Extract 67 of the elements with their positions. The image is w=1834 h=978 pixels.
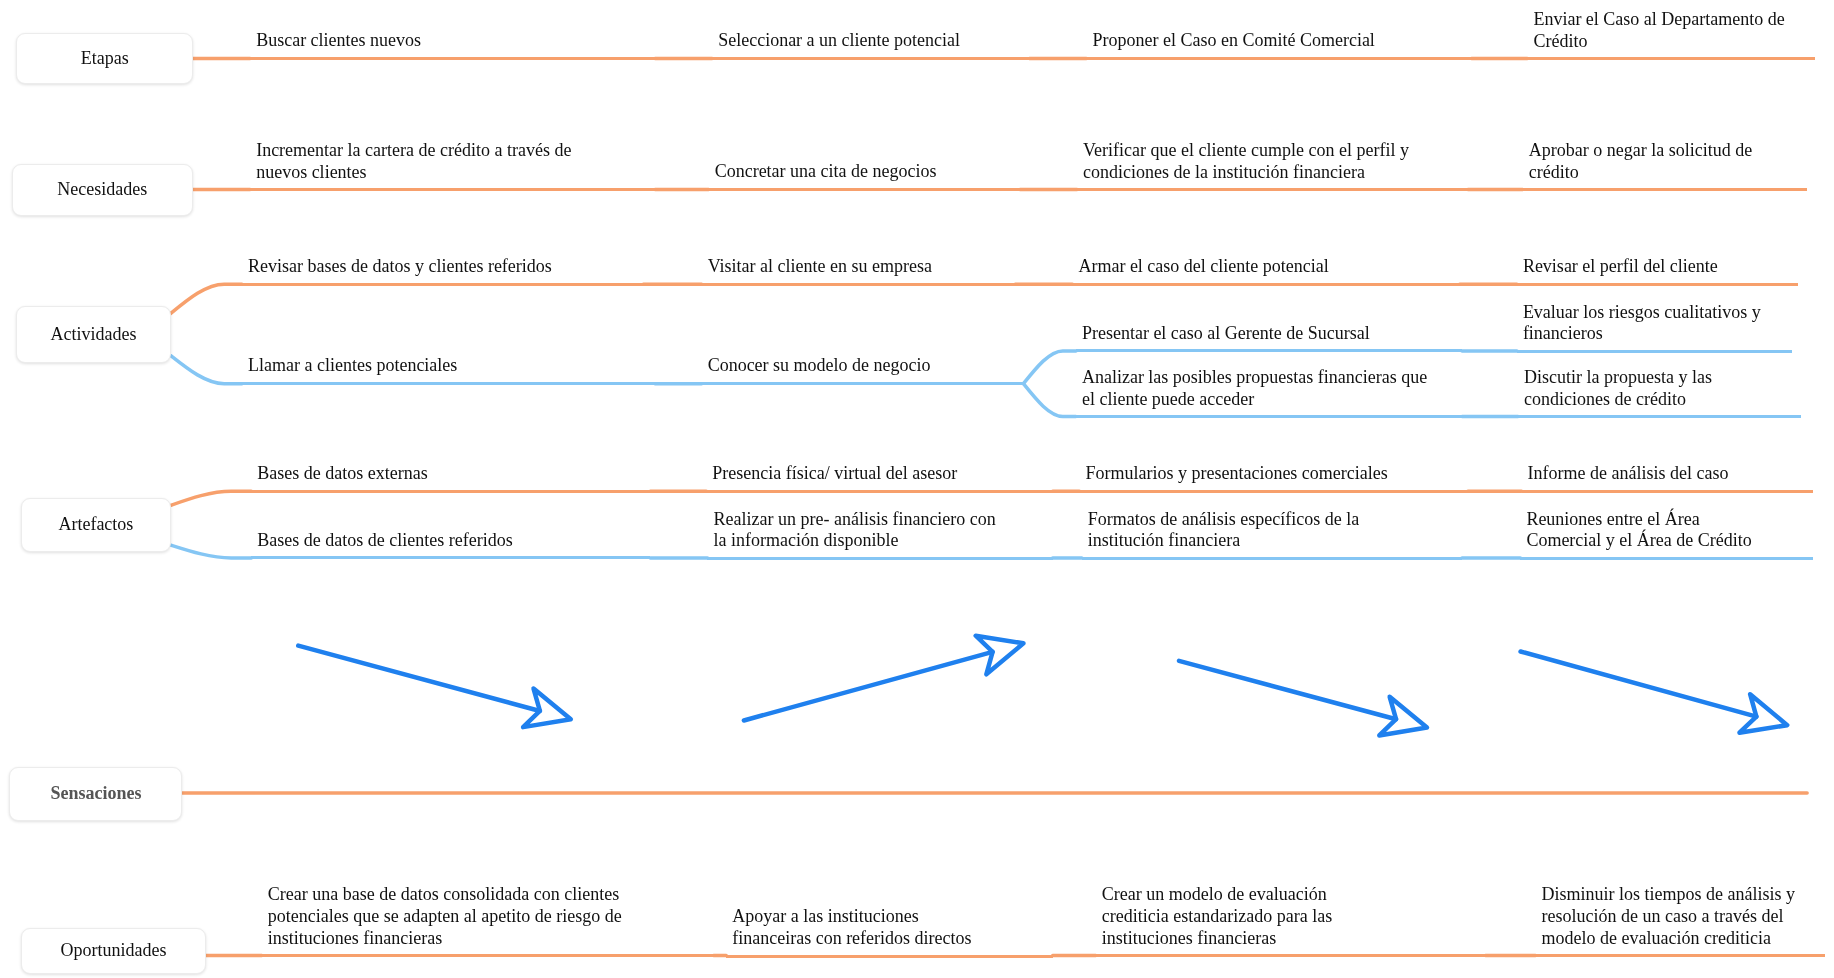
topic-text: Seleccionar a un cliente potencial (712, 30, 1030, 60)
topic-text: Presencia física/ virtual del asesor (706, 463, 1053, 493)
row-header: Sensaciones (9, 767, 183, 822)
connector-line (653, 56, 714, 61)
topic-text: Presentar el caso al Gerente de Sucursal (1075, 322, 1463, 353)
connector-line (1050, 489, 1082, 493)
connector-line (180, 791, 1809, 795)
topic-text: Visitar al cliente en su empresa (701, 255, 1016, 286)
row-header: Necesidades (11, 163, 193, 217)
topic-text: Crear un modelo de evaluación crediticia estandarizado para las instituciones financieras (1095, 884, 1486, 958)
topic-text: Proponer el Caso en Comité Comercial (1086, 30, 1472, 60)
topic-text: Armar el caso del cliente potencial (1072, 255, 1460, 286)
topic-text: Crear una base de datos consolidada con clientes potenciales que se adapten al apetito de riesgo de instituciones financieras (261, 884, 714, 958)
connector-line (191, 56, 252, 61)
topic-text: Concretar una cita de negocios (708, 161, 1020, 191)
topic-text: Apoyar a las instituciones financeiras con referidos directos (726, 906, 1053, 958)
connector-line (1466, 489, 1524, 493)
connector-line (191, 187, 252, 192)
topic-text: Llamar a clientes potenciales (241, 355, 655, 385)
connector-line (1460, 349, 1519, 353)
connector-line (169, 489, 254, 508)
connector-line (1018, 187, 1079, 192)
connector-line (169, 353, 244, 386)
connector-line (653, 381, 704, 386)
connector-line (1466, 187, 1525, 192)
topic-text: Revisar bases de datos y clientes referidos (241, 255, 644, 286)
topic-text: Buscar clientes nuevos (250, 30, 655, 60)
topic-text: Conocer su modelo de negocio (701, 355, 1024, 385)
row-header: Artefactos (21, 498, 171, 553)
connector-line (1013, 282, 1075, 286)
topic-text: Analizar las posibles propuestas financieras que el cliente puede acceder (1075, 367, 1463, 419)
topic-text: Bases de datos de clientes referidos (251, 529, 651, 560)
topic-text: Discutir la propuesta y las condiciones de crédito (1518, 367, 1802, 419)
topic-text: Verificar que el cliente cumple con el perfil y condiciones de la institución financiera (1077, 140, 1468, 192)
connector-line (169, 282, 244, 316)
topic-text: Incrementar la cartera de crédito a través de nuevos clientes (250, 140, 655, 192)
connector-line (1050, 953, 1098, 958)
topic-text: Revisar el perfil del cliente (1516, 255, 1798, 286)
connector-line (1027, 56, 1089, 61)
topic-text: Informe de análisis del caso (1521, 463, 1813, 493)
connector-line (1021, 381, 1078, 419)
connector-line (169, 543, 254, 560)
topic-text: Enviar el Caso al Departamento de Crédito (1527, 9, 1816, 61)
row-header: Actividades (16, 306, 171, 363)
row-header: Oportunidades (21, 927, 206, 975)
topic-text: Evaluar los riesgos cualitativos y financieros (1516, 301, 1792, 353)
connector-line (641, 282, 704, 286)
connector-line (648, 556, 710, 560)
connector-line (204, 953, 264, 958)
connector-line (1457, 282, 1519, 286)
topic-text: Formularios y presentaciones comerciales (1079, 463, 1468, 493)
connector-line (1021, 349, 1078, 386)
connector-line (1460, 414, 1520, 419)
connector-line (1050, 556, 1084, 560)
row-header: Etapas (16, 32, 193, 85)
topic-text: Formatos de análisis específicos de la institución financiera (1081, 508, 1463, 560)
topic-text: Bases de datos externas (251, 463, 651, 493)
connector-line (653, 187, 711, 192)
connector-line (1483, 953, 1538, 958)
connector-line (1460, 556, 1523, 560)
topic-text: Reuniones entre el Área Comercial y el Área de Crédito (1520, 508, 1813, 560)
connector-line (1469, 56, 1530, 61)
connector-line (648, 489, 709, 493)
connector-line (711, 953, 728, 958)
topic-text: Disminuir los tiempos de análisis y resolución de un caso a través del modelo de evaluación crediticia (1535, 884, 1825, 958)
topic-text: Realizar un pre- análisis financiero con la información disponible (707, 508, 1053, 560)
topic-text: Aprobar o negar la solicitud de crédito (1522, 140, 1808, 192)
